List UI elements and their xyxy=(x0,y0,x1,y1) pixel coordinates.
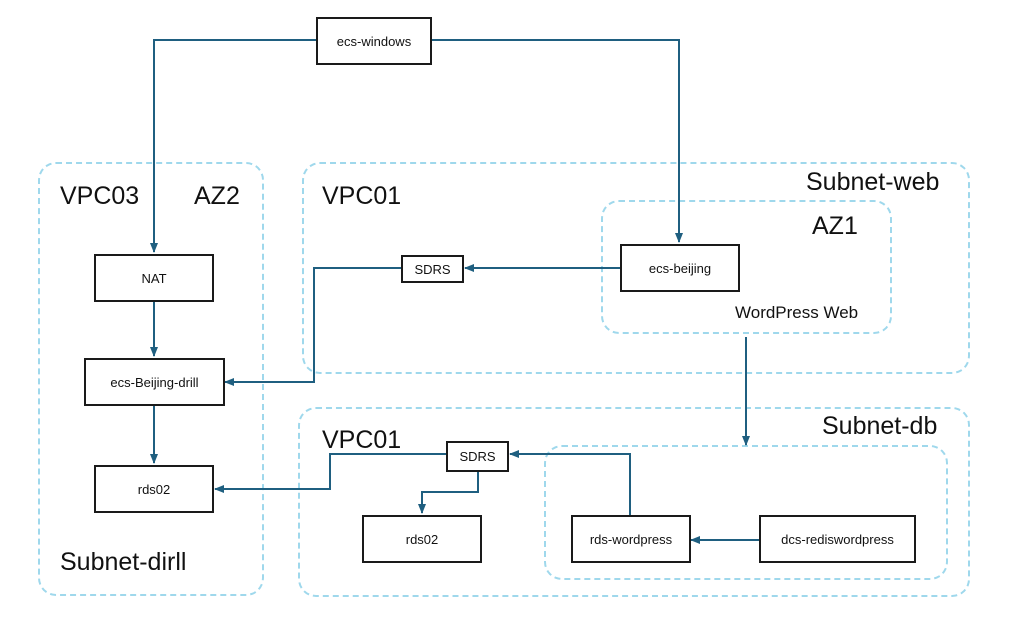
node-sdrs-web[interactable]: SDRS xyxy=(401,255,464,283)
wordpress-web-caption: WordPress Web xyxy=(735,303,859,322)
node-rds-wordpress[interactable]: rds-wordpress xyxy=(571,515,691,563)
node-ecs-beijing-drill[interactable]: ecs-Beijing-drill xyxy=(84,358,225,406)
vpc01-db-region xyxy=(298,407,970,597)
node-dcs-rediswordpress[interactable]: dcs-rediswordpress xyxy=(759,515,916,563)
vpc01-web-label: VPC01 xyxy=(322,182,402,210)
node-sdrs-db[interactable]: SDRS xyxy=(446,441,509,472)
node-ecs-beijing[interactable]: ecs-beijing xyxy=(620,244,740,292)
node-rds02-left[interactable]: rds02 xyxy=(94,465,214,513)
az1-label: AZ1 xyxy=(812,212,858,240)
subnet-dirll-label: Subnet-dirll xyxy=(60,548,187,576)
vpc01-db-label: VPC01 xyxy=(322,426,402,454)
node-ecs-windows[interactable]: ecs-windows xyxy=(316,17,432,65)
az2-label: AZ2 xyxy=(194,182,240,210)
node-nat[interactable]: NAT xyxy=(94,254,214,302)
vpc03-label: VPC03 xyxy=(60,182,140,210)
subnet-web-label: Subnet-web xyxy=(806,168,940,196)
subnet-db-label: Subnet-db xyxy=(822,412,938,440)
node-rds02-db[interactable]: rds02 xyxy=(362,515,482,563)
